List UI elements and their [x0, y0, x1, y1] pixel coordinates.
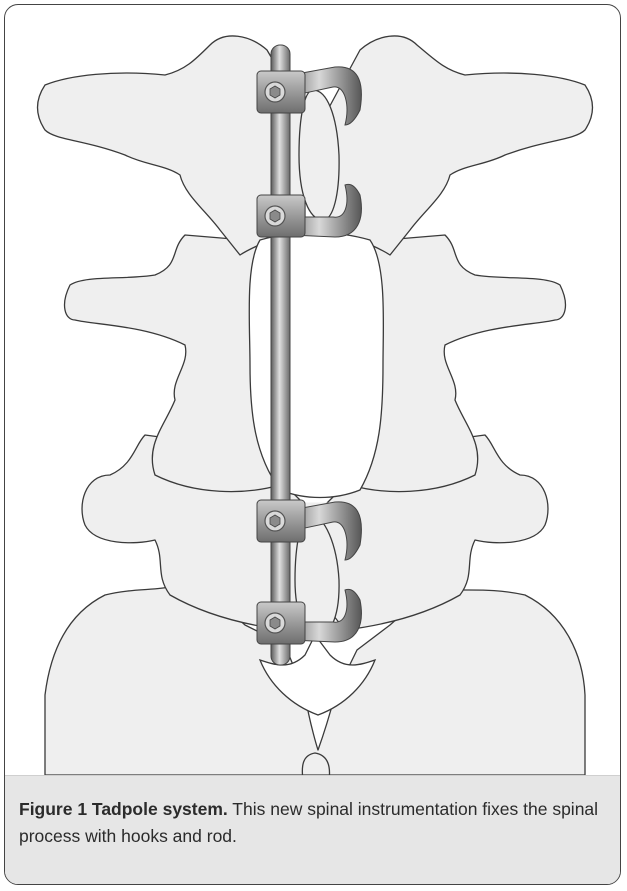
figure-caption: Figure 1 Tadpole system. This new spinal… — [19, 796, 609, 850]
caption-label: Figure 1 Tadpole system. — [19, 799, 228, 819]
spine-illustration — [5, 5, 621, 775]
figure-frame: Figure 1 Tadpole system. This new spinal… — [4, 4, 621, 885]
rod — [271, 45, 290, 665]
interlaminar-window-upper — [249, 233, 383, 498]
caption-band: Figure 1 Tadpole system. This new spinal… — [5, 775, 621, 885]
